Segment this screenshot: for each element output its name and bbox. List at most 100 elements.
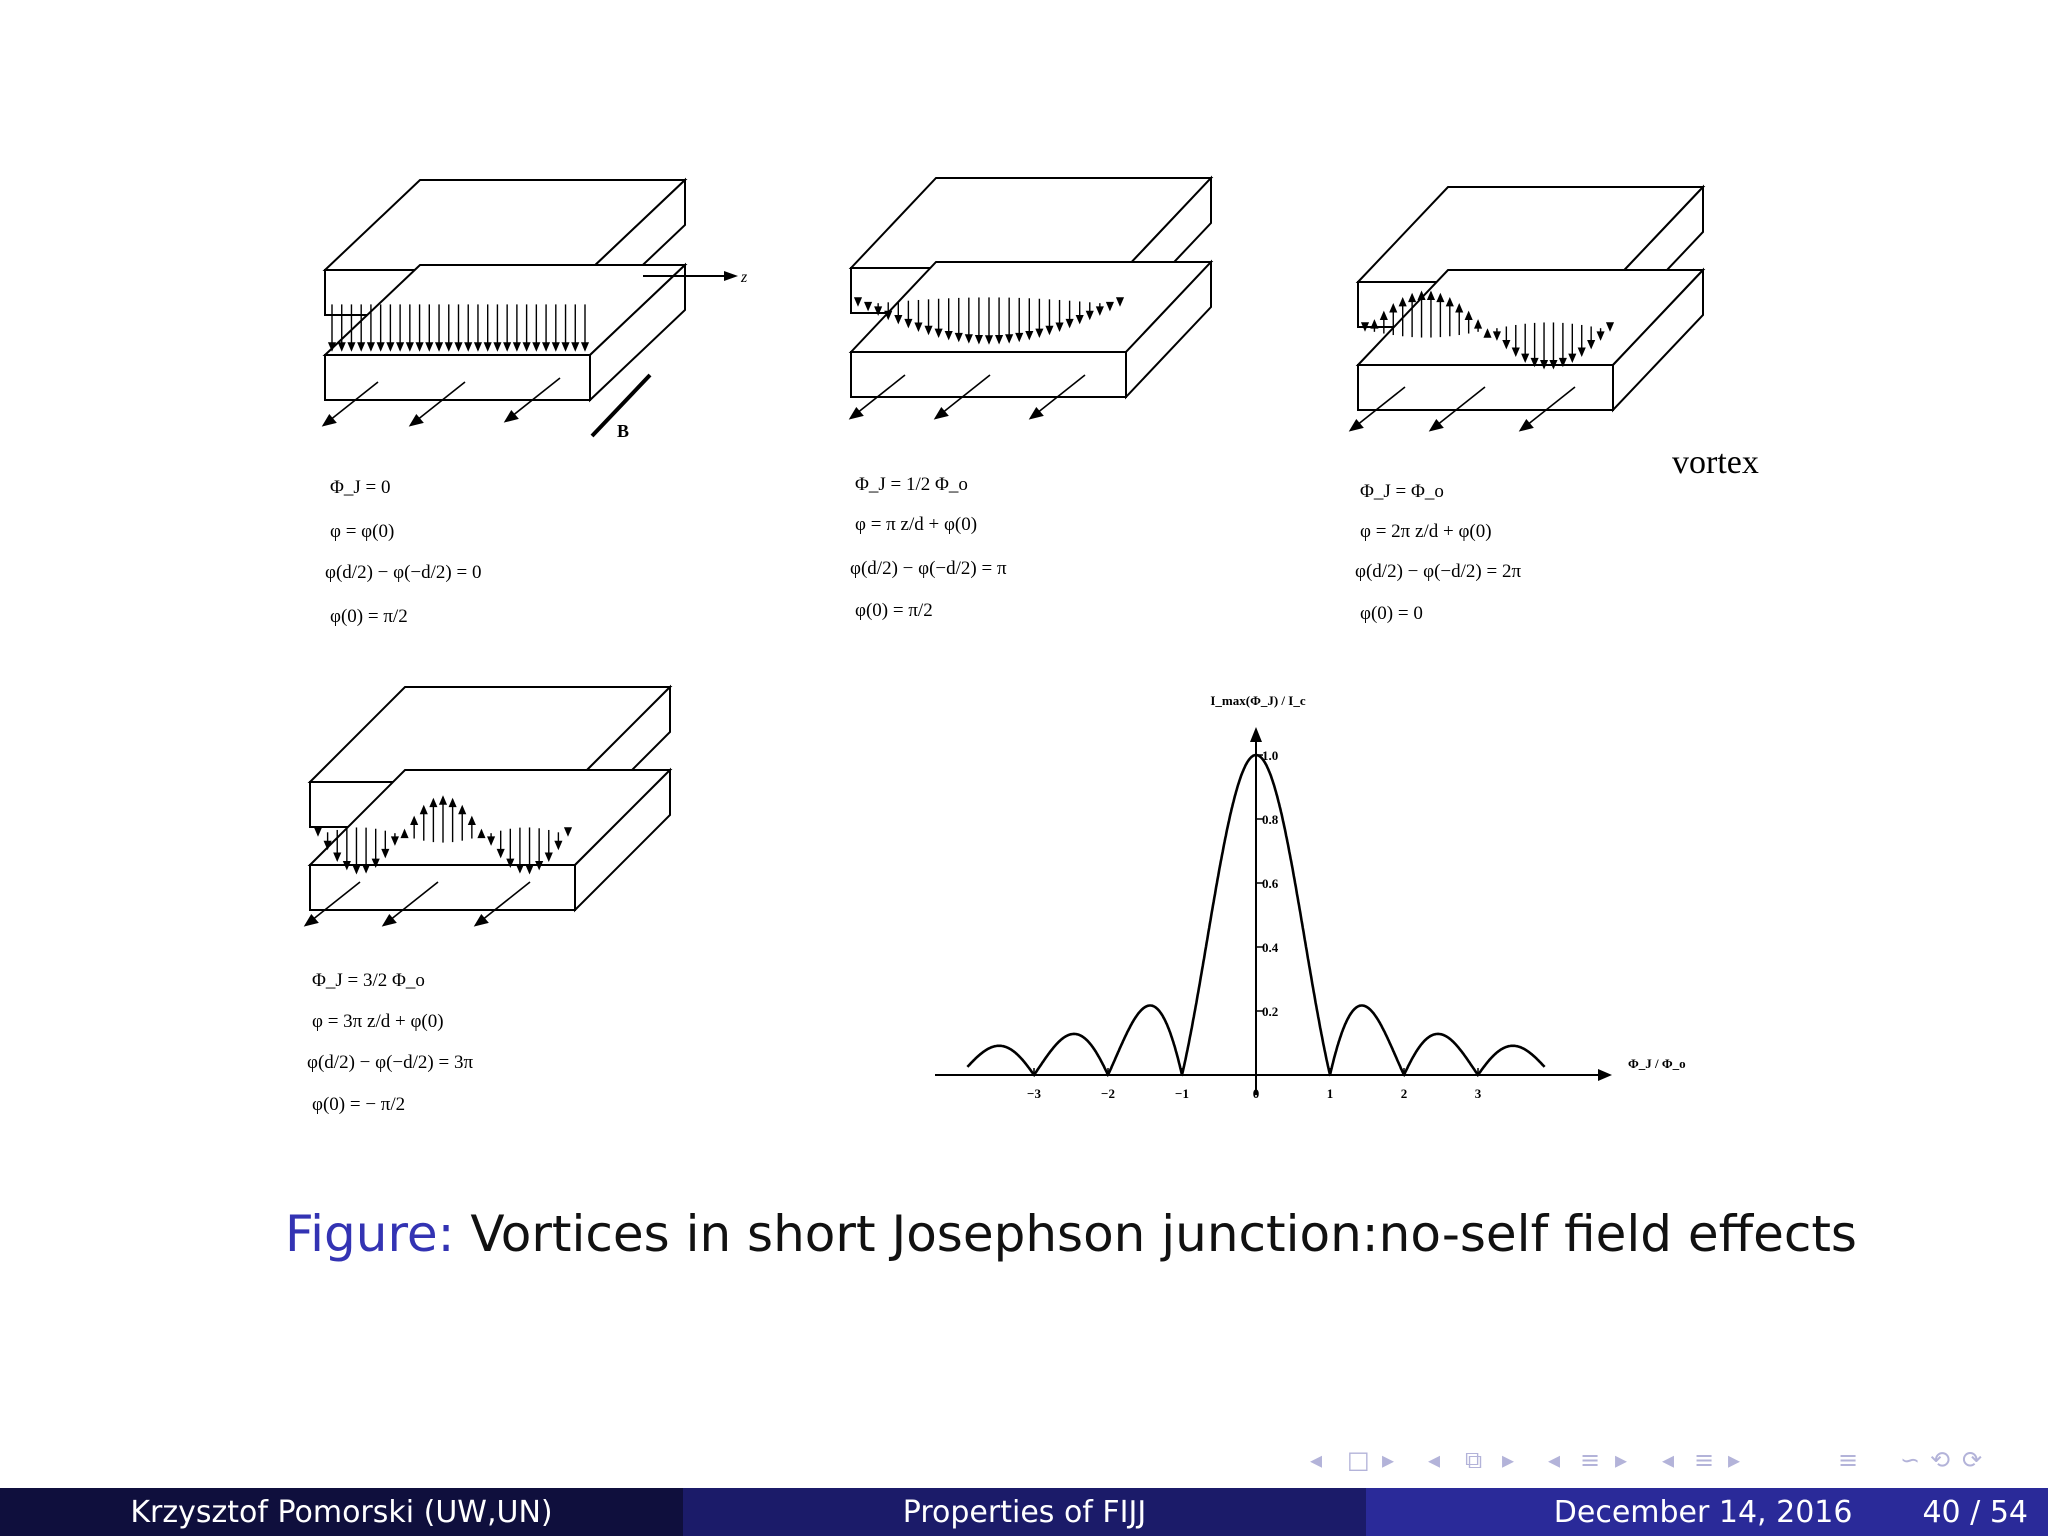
junction1-currents-head [347,342,356,352]
junction3-field [1348,386,1576,432]
figure-caption: Figure: Vortices in short Josephson junc… [285,1205,1857,1263]
junction1-currents-head [473,342,483,352]
junction4-currents-head [458,804,467,815]
junction4-field-head [381,914,397,927]
junction1-currents-head [542,342,551,352]
footer-author: Krzysztof Pomorski (UW,UN) [0,1488,683,1536]
z-axis-arrowhead [724,271,738,281]
nav-symbol[interactable]: ⟳ [1962,1446,1982,1474]
junction2-currents-head [1045,325,1054,336]
junction4-field-head [303,914,319,927]
junction3-currents-head [1417,290,1426,300]
junction1-currents-head [396,342,405,352]
junction3-currents-head [1539,360,1549,370]
nav-symbol[interactable]: ◂ [1310,1446,1322,1474]
nav-symbol[interactable]: ▸ [1728,1446,1740,1474]
nav-symbol[interactable]: ◂ [1662,1446,1674,1474]
junction-diagrams [303,175,1706,927]
junction3-currents-head [1483,328,1492,338]
junction4-currents-head [333,852,342,862]
junction4-currents-head [535,860,544,871]
junction2-currents-head [1105,301,1114,312]
panel4-flux: Φ_J = 3/2 Φ_o [312,970,425,991]
nav-symbol[interactable]: ⟲ [1930,1446,1950,1474]
junction2-currents-head [954,332,963,343]
junction3-currents-head [1492,331,1501,341]
chart-x-tick-label: −1 [1175,1086,1189,1101]
chart-x-tick-label: −2 [1101,1086,1115,1101]
beamer-navigation: ◂ □ ▸ ◂ ⧉ ▸ ◂ ≡ ▸ ◂ ≡ ▸ ≡ ∽ ⟲ ⟳ [1310,1446,1982,1474]
junction3-lower-front [1357,364,1614,411]
junction2-currents-head [1095,306,1104,316]
nav-symbol[interactable]: ≡ [1580,1446,1600,1474]
junction3-currents-head [1530,357,1539,368]
junction2-currents-head [944,330,953,341]
junction1-currents-head [415,342,424,352]
nav-symbol[interactable]: ◂ [1428,1446,1440,1474]
panel3-flux: Φ_J = Φ_o [1360,481,1444,502]
junction4-currents-head [496,848,505,859]
junction1-currents-head [454,342,463,352]
footer-info: December 14, 2016 40 / 54 [1366,1488,2048,1536]
junction1-currents-head [405,342,414,352]
junction1-currents-head [327,342,337,352]
junction4-currents-head [381,848,390,859]
junction2-currents-head [894,314,903,325]
junction1-currents-head [522,342,531,352]
junction4-currents-head [352,865,361,875]
junction1-currents-head [434,342,444,352]
footer-title-text: Properties of FIJJ [902,1494,1147,1530]
junction4-currents-head [487,836,496,846]
nav-symbol[interactable]: ▸ [1615,1446,1627,1474]
junction3-currents-head [1398,296,1407,307]
junction4-currents-head [410,815,419,826]
junction2-currents-head [1015,332,1024,343]
chart-y-tick-label: 0.6 [1262,876,1279,891]
junction1-field-head [321,414,337,427]
junction1-currents-head [512,342,521,352]
panel3-phase: φ = 2π z/d + φ(0) [1360,521,1492,542]
junction2-currents-head [1075,314,1084,325]
junction1-currents-head [493,342,502,352]
nav-symbol[interactable]: ⧉ [1465,1446,1482,1474]
caption-text: Vortices in short Josephson junction:no-… [470,1205,1857,1263]
nav-symbol[interactable]: ◂ [1548,1446,1560,1474]
panel1-phase: φ = φ(0) [330,521,394,542]
chart-x-tick-label: −3 [1027,1086,1041,1101]
junction1-currents-head [464,342,473,352]
footer-page[interactable]: 40 / 54 [1922,1494,2028,1530]
junction1-currents-head [376,342,385,352]
junction2-currents-head [964,334,973,344]
junction1-currents-head [571,342,580,352]
footer-bar: Krzysztof Pomorski (UW,UN) Properties of… [0,1488,2048,1536]
junction3-currents-head [1568,353,1577,364]
caption-label: Figure: [285,1205,455,1263]
junction1-currents-head [386,342,395,352]
nav-symbol[interactable]: ∽ [1900,1446,1920,1474]
junction4-currents-head [342,860,351,871]
chart-x-axis-arrow [1598,1069,1612,1081]
vortex-label: vortex [1672,444,1759,481]
junction3-currents-head [1445,296,1454,307]
junction1-currents-head [532,342,541,352]
junction4-lower-front [309,864,576,911]
junction1-currents-head [444,342,453,352]
nav-symbol[interactable]: ≡ [1694,1446,1714,1474]
junction4-currents-head [525,865,534,875]
nav-symbol[interactable]: ▸ [1502,1446,1514,1474]
junction4-currents-head [438,795,448,805]
nav-symbol[interactable]: ▸ [1382,1446,1394,1474]
junction2-lower-front [850,351,1127,398]
junction4-currents-head [448,797,457,808]
chart-y-tick-label: 0.4 [1262,940,1279,955]
chart-x-tick-label: 2 [1401,1086,1408,1101]
junction3-currents-head [1389,303,1398,313]
junction4-currents-head [400,828,409,839]
junction3-currents-head [1521,353,1530,364]
junction2-field-head [933,407,949,420]
junction2-currents-head [995,335,1004,345]
nav-symbol[interactable]: ≡ [1838,1446,1858,1474]
panel1-phi0: φ(0) = π/2 [330,606,408,627]
nav-symbol[interactable]: □ [1347,1446,1370,1474]
junction3-currents-head [1426,290,1436,300]
